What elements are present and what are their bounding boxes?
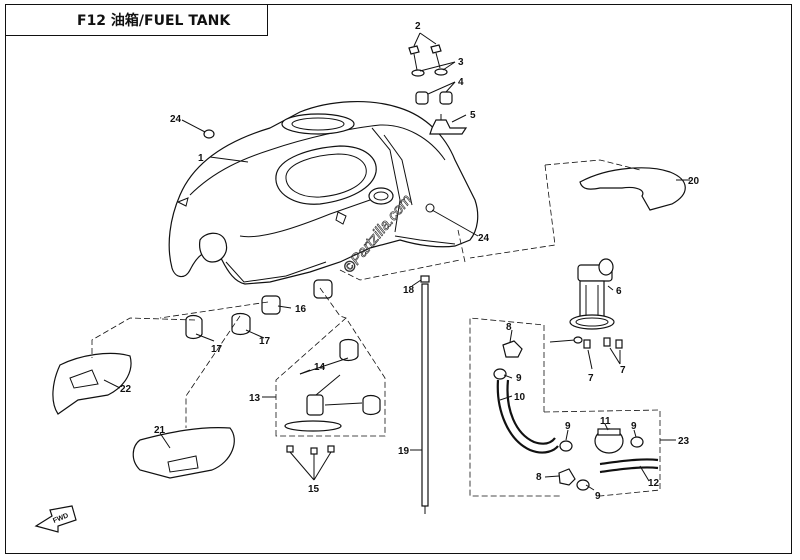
callout-9c: 9 bbox=[631, 421, 637, 432]
diagram-title: F12 油箱/FUEL TANK bbox=[77, 12, 231, 29]
assembly-lines bbox=[91, 159, 641, 428]
leader-lines bbox=[103, 32, 690, 491]
callout-18: 18 bbox=[403, 285, 415, 296]
callout-24a: 24 bbox=[170, 114, 182, 125]
callout-20: 20 bbox=[688, 176, 700, 187]
callout-2: 2 bbox=[415, 21, 421, 32]
callout-4: 4 bbox=[458, 77, 464, 88]
callout-19: 19 bbox=[398, 446, 410, 457]
drawing-frame bbox=[5, 4, 792, 554]
title-block: F12 油箱/FUEL TANK bbox=[5, 4, 268, 36]
rubber-strip bbox=[420, 275, 430, 514]
callout-12: 12 bbox=[648, 478, 660, 489]
callout-9d: 9 bbox=[595, 491, 601, 502]
callout-24b: 24 bbox=[478, 233, 490, 244]
callout-22: 22 bbox=[120, 384, 132, 395]
callout-15: 15 bbox=[308, 484, 320, 495]
callout-1: 1 bbox=[198, 153, 204, 164]
fuel-tank bbox=[168, 101, 479, 285]
callouts: 1 2 3 4 5 6 7 7 8 8 9 9 9 9 10 11 12 13 … bbox=[120, 21, 700, 502]
fwd-arrow-icon: FWD bbox=[34, 505, 77, 533]
callout-5: 5 bbox=[470, 110, 476, 121]
callout-14: 14 bbox=[314, 362, 326, 373]
vent-hose-group bbox=[469, 317, 661, 497]
callout-21: 21 bbox=[154, 425, 166, 436]
fuel-pump-assembly bbox=[549, 258, 623, 349]
mounting-hardware-top bbox=[408, 44, 468, 135]
callout-23: 23 bbox=[678, 436, 690, 447]
callout-10: 10 bbox=[514, 392, 526, 403]
fuel-level-sender bbox=[275, 317, 386, 455]
callout-16: 16 bbox=[295, 304, 307, 315]
callout-3: 3 bbox=[458, 57, 464, 68]
pads bbox=[52, 167, 686, 479]
callout-7a: 7 bbox=[588, 373, 594, 384]
callout-6: 6 bbox=[616, 286, 622, 297]
callout-13: 13 bbox=[249, 393, 261, 404]
callout-17a: 17 bbox=[211, 344, 223, 355]
callout-9a: 9 bbox=[516, 373, 522, 384]
callout-7b: 7 bbox=[620, 365, 626, 376]
callout-8a: 8 bbox=[506, 322, 512, 333]
callout-9b: 9 bbox=[565, 421, 571, 432]
callout-8b: 8 bbox=[536, 472, 542, 483]
rubber-mounts bbox=[185, 129, 333, 340]
callout-11: 11 bbox=[600, 416, 611, 427]
callout-17b: 17 bbox=[259, 336, 271, 347]
